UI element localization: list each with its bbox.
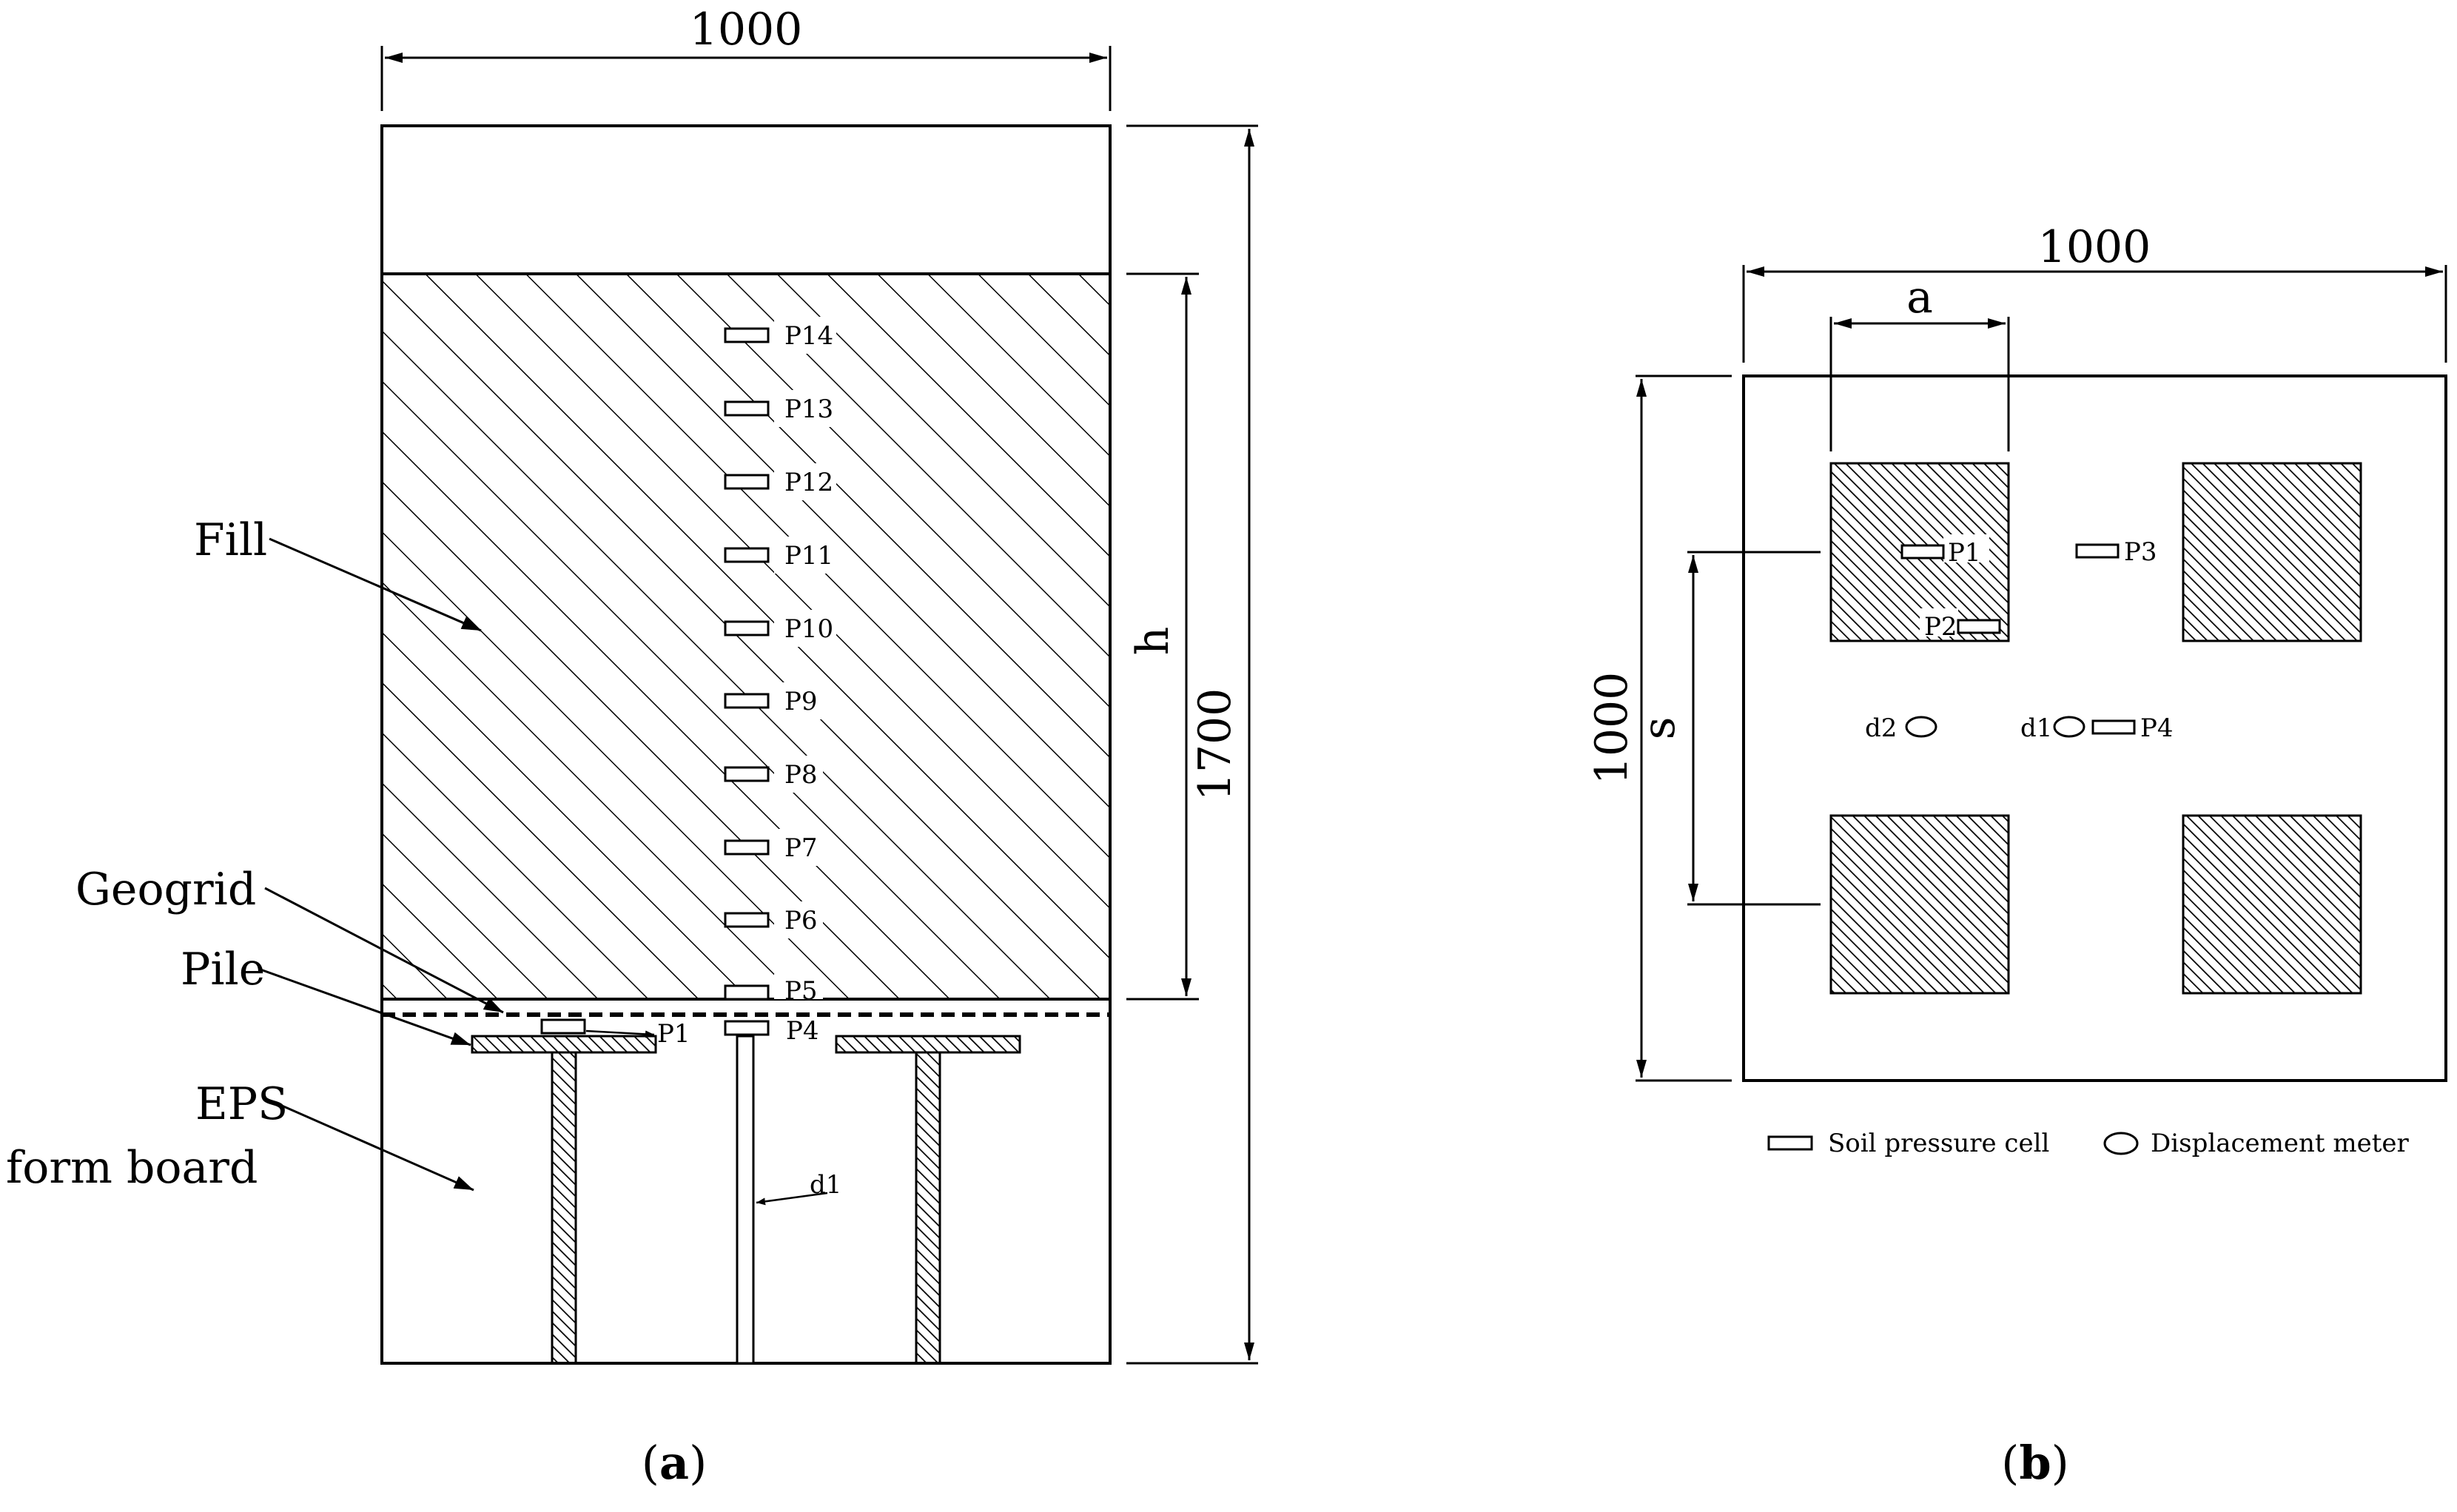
- pressure-cell-label: P8: [784, 760, 818, 790]
- d1-label-a: d1: [810, 1170, 841, 1200]
- cap-width-dimension: a: [1829, 272, 2010, 451]
- d2-label-b: d2: [1865, 713, 1897, 743]
- width-dim-label-b: 1000: [2038, 221, 2151, 273]
- pressure-cell-p4-b: [2091, 719, 2136, 735]
- p1-label-b: P1: [1948, 538, 1981, 568]
- pressure-cell-label: P12: [784, 468, 833, 497]
- pressure-cells-column: P14 P13 P12 P11 P10 P9 P8 P7 P6: [724, 317, 836, 1006]
- displacement-meter-d2-b: [1905, 716, 1937, 738]
- pressure-cell-p2-b: [1957, 619, 2001, 634]
- pressure-cell-label: P10: [784, 614, 833, 644]
- pressure-cell-p4-a: [724, 1020, 770, 1036]
- pile-label: Pile: [181, 944, 265, 995]
- caption-a: (a): [642, 1436, 707, 1490]
- spacing-dimension: s: [1633, 551, 1821, 906]
- p1-label-a: P1: [657, 1019, 690, 1049]
- pressure-cell-label: P14: [784, 321, 833, 351]
- pressure-cell-label: P11: [784, 541, 833, 571]
- legend-meter-icon: [2103, 1132, 2139, 1155]
- width-dim-label-a: 1000: [690, 4, 803, 56]
- height-dimension-b: 1000: [1586, 374, 1732, 1082]
- pile-cap-bottom-left: [1829, 814, 2010, 995]
- a-dim-label: a: [1906, 272, 1933, 323]
- pile-right: [835, 1035, 1021, 1365]
- p4-label-a: P4: [786, 1016, 819, 1046]
- fill-label: Fill: [194, 514, 267, 566]
- legend: Soil pressure cell Displacement meter: [1767, 1129, 2410, 1158]
- pile-cap-bottom-right: [2182, 814, 2362, 995]
- pressure-cell-label: P9: [784, 687, 818, 716]
- width-dimension-b: 1000: [1742, 221, 2447, 363]
- pressure-cell-p1-b: [1900, 544, 1945, 560]
- pressure-cell-p3-b: [2075, 543, 2120, 559]
- displacement-meter-d1-b: [2053, 716, 2085, 738]
- p3-label-b: P3: [2124, 537, 2157, 567]
- eps-label-line1: EPS: [195, 1078, 288, 1130]
- eps-label-line2: form board: [6, 1142, 258, 1194]
- pile-cap-top-right: [2182, 462, 2362, 642]
- pile-left: [471, 1035, 657, 1365]
- p2-label-b: P2: [1924, 612, 1957, 642]
- legend-soil-pressure-cell: Soil pressure cell: [1828, 1129, 2049, 1158]
- fill-height-dimension-h: h: [1126, 272, 1199, 1001]
- displacement-rod: [736, 1035, 755, 1365]
- height-dimension-1700: 1700: [1126, 124, 1258, 1365]
- height-dim-label-b: 1000: [1586, 672, 1638, 785]
- legend-cell-icon: [1767, 1135, 1813, 1151]
- pressure-cell-label: P13: [784, 394, 833, 424]
- plan-box-outline: [1742, 374, 2447, 1082]
- s-dim-label: s: [1633, 717, 1685, 740]
- fill-region: [380, 272, 1112, 1001]
- height-dim-label-a: 1700: [1189, 688, 1241, 802]
- caption-b: (b): [2001, 1436, 2069, 1490]
- p4-label-b: P4: [2140, 713, 2174, 743]
- pressure-cell-label: P7: [784, 833, 818, 863]
- width-dimension-a: 1000: [380, 4, 1112, 111]
- legend-displacement-meter: Displacement meter: [2151, 1129, 2410, 1158]
- pressure-cell-p1-a: [540, 1018, 586, 1035]
- pressure-cell-label: P5: [784, 976, 818, 1006]
- panel-a: 1000 P1 P4 P14: [6, 4, 1258, 1490]
- geogrid-label: Geogrid: [75, 864, 256, 915]
- h-dim-label: h: [1127, 627, 1179, 656]
- panel-b: 1000 1000 a s: [1586, 221, 2447, 1490]
- d1-label-b: d1: [2020, 713, 2052, 743]
- pressure-cell-label: P6: [784, 906, 818, 935]
